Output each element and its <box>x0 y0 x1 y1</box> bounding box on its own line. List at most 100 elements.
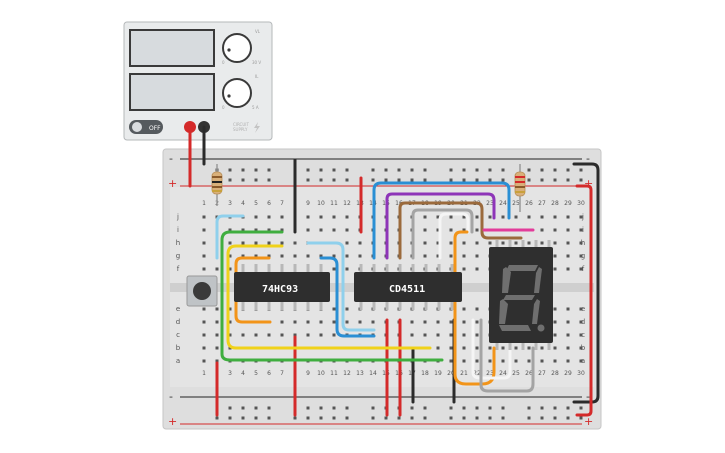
rail-hole[interactable] <box>579 168 583 172</box>
hole[interactable] <box>566 241 570 245</box>
hole[interactable] <box>423 254 427 258</box>
hole[interactable] <box>553 320 557 324</box>
hole[interactable] <box>228 241 232 245</box>
hole[interactable] <box>345 267 349 271</box>
hole[interactable] <box>228 254 232 258</box>
rail-hole[interactable] <box>332 168 336 172</box>
rail-hole[interactable] <box>475 406 479 410</box>
rail-hole[interactable] <box>449 168 453 172</box>
hole[interactable] <box>228 333 232 337</box>
rail-hole[interactable] <box>228 416 232 420</box>
hole[interactable] <box>540 346 544 350</box>
hole[interactable] <box>449 333 453 337</box>
hole[interactable] <box>410 320 414 324</box>
hole[interactable] <box>475 228 479 232</box>
rail-hole[interactable] <box>306 178 310 182</box>
hole[interactable] <box>202 267 206 271</box>
hole[interactable] <box>319 320 323 324</box>
rail-hole[interactable] <box>306 416 310 420</box>
hole[interactable] <box>319 333 323 337</box>
hole[interactable] <box>202 254 206 258</box>
hole[interactable] <box>579 346 583 350</box>
hole[interactable] <box>280 254 284 258</box>
rail-hole[interactable] <box>462 168 466 172</box>
hole[interactable] <box>332 333 336 337</box>
rail-hole[interactable] <box>566 406 570 410</box>
rail-hole[interactable] <box>553 178 557 182</box>
rail-hole[interactable] <box>449 416 453 420</box>
rail-hole[interactable] <box>228 406 232 410</box>
hole[interactable] <box>566 359 570 363</box>
hole[interactable] <box>475 241 479 245</box>
rail-hole[interactable] <box>410 406 414 410</box>
hole[interactable] <box>436 346 440 350</box>
hole[interactable] <box>215 359 219 363</box>
rail-hole[interactable] <box>488 168 492 172</box>
hole[interactable] <box>553 359 557 363</box>
hole[interactable] <box>514 346 518 350</box>
rail-hole[interactable] <box>527 168 531 172</box>
rail-hole[interactable] <box>384 178 388 182</box>
rail-hole[interactable] <box>527 406 531 410</box>
hole[interactable] <box>475 333 479 337</box>
hole[interactable] <box>202 241 206 245</box>
rail-hole[interactable] <box>241 416 245 420</box>
hole[interactable] <box>202 359 206 363</box>
hole[interactable] <box>462 359 466 363</box>
hole[interactable] <box>254 228 258 232</box>
voltage-knob[interactable] <box>222 33 252 63</box>
hole[interactable] <box>241 333 245 337</box>
rail-hole[interactable] <box>241 168 245 172</box>
rail-hole[interactable] <box>397 178 401 182</box>
hole[interactable] <box>358 254 362 258</box>
hole[interactable] <box>319 254 323 258</box>
hole[interactable] <box>462 254 466 258</box>
hole[interactable] <box>241 228 245 232</box>
rail-hole[interactable] <box>345 416 349 420</box>
hole[interactable] <box>202 346 206 350</box>
hole[interactable] <box>553 267 557 271</box>
hole[interactable] <box>579 241 583 245</box>
rail-hole[interactable] <box>423 406 427 410</box>
hole[interactable] <box>202 333 206 337</box>
rail-hole[interactable] <box>488 416 492 420</box>
rail-hole[interactable] <box>540 178 544 182</box>
rail-hole[interactable] <box>488 178 492 182</box>
hole[interactable] <box>501 346 505 350</box>
rail-hole[interactable] <box>397 168 401 172</box>
hole[interactable] <box>527 215 531 219</box>
hole[interactable] <box>358 320 362 324</box>
rail-hole[interactable] <box>540 168 544 172</box>
hole[interactable] <box>423 215 427 219</box>
rail-hole[interactable] <box>254 178 258 182</box>
hole[interactable] <box>267 333 271 337</box>
hole[interactable] <box>579 228 583 232</box>
rail-hole[interactable] <box>579 178 583 182</box>
hole[interactable] <box>462 307 466 311</box>
hole[interactable] <box>215 346 219 350</box>
hole[interactable] <box>462 228 466 232</box>
wires[interactable] <box>188 125 600 417</box>
hole[interactable] <box>553 333 557 337</box>
rail-hole[interactable] <box>410 416 414 420</box>
hole[interactable] <box>280 241 284 245</box>
rail-hole[interactable] <box>475 168 479 172</box>
hole[interactable] <box>579 307 583 311</box>
hole[interactable] <box>449 241 453 245</box>
current-knob[interactable] <box>222 78 252 108</box>
rail-hole[interactable] <box>423 416 427 420</box>
rail-hole[interactable] <box>462 406 466 410</box>
hole[interactable] <box>566 254 570 258</box>
rail-hole[interactable] <box>267 406 271 410</box>
hole[interactable] <box>527 359 531 363</box>
hole[interactable] <box>267 241 271 245</box>
rail-hole[interactable] <box>449 178 453 182</box>
hole[interactable] <box>566 320 570 324</box>
hole[interactable] <box>410 333 414 337</box>
rail-hole[interactable] <box>553 416 557 420</box>
hole[interactable] <box>436 241 440 245</box>
rail-hole[interactable] <box>306 406 310 410</box>
rail-hole[interactable] <box>462 416 466 420</box>
hole[interactable] <box>215 307 219 311</box>
hole[interactable] <box>462 333 466 337</box>
